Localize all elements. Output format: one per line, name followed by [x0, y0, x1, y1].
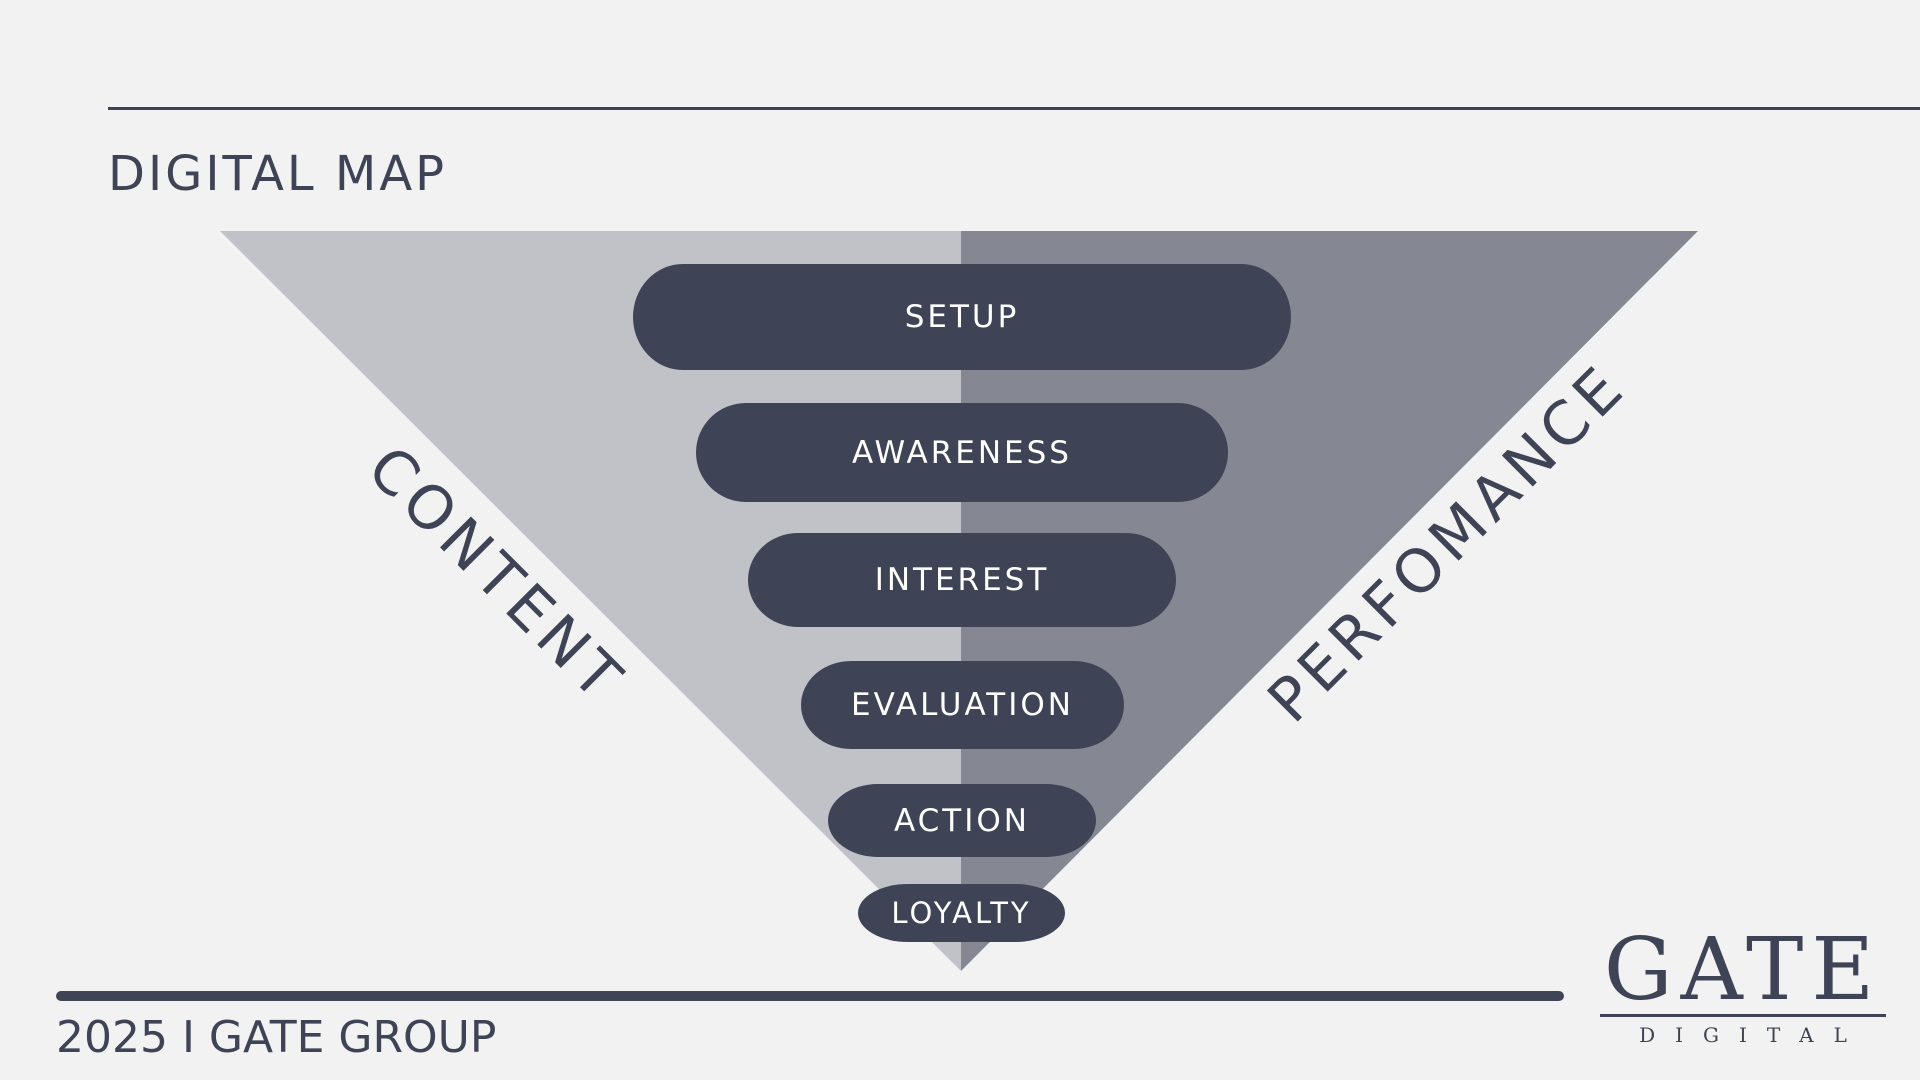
stage-interest: INTEREST	[748, 533, 1176, 627]
top-divider	[108, 107, 1920, 110]
stage-setup: SETUP	[633, 264, 1291, 370]
logo-main-text: GATE	[1603, 920, 1883, 1020]
stage-loyalty: LOYALTY	[858, 884, 1065, 942]
logo-sub-text: DIGITAL	[1639, 1023, 1867, 1047]
page-title: DIGITAL MAP	[108, 146, 448, 202]
gate-digital-logo: GATE DIGITAL	[1600, 920, 1886, 1047]
stage-awareness: AWARENESS	[696, 403, 1228, 502]
stage-action: ACTION	[828, 784, 1096, 857]
logo-rule	[1600, 1014, 1886, 1017]
stage-evaluation: EVALUATION	[801, 661, 1124, 749]
bottom-divider	[56, 991, 1564, 1001]
footer-text: 2025 I GATE GROUP	[56, 1012, 497, 1063]
